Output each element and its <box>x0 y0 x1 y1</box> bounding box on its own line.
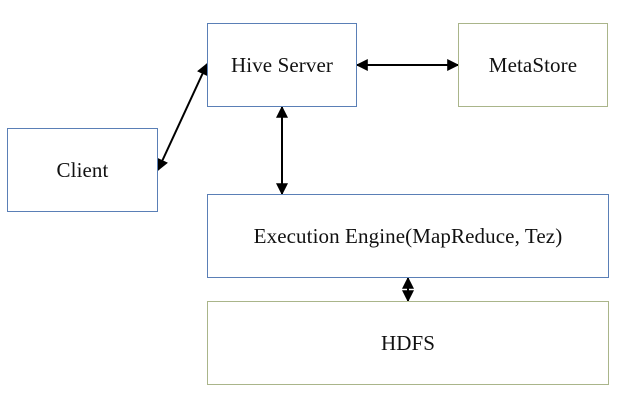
metastore-node: MetaStore <box>458 23 608 107</box>
hdfs-node: HDFS <box>207 301 609 385</box>
hive-server-node: Hive Server <box>207 23 357 107</box>
execution-engine-label: Execution Engine(MapReduce, Tez) <box>253 223 563 248</box>
metastore-label: MetaStore <box>488 52 578 77</box>
hive-server-label: Hive Server <box>231 52 333 77</box>
client-node: Client <box>7 128 158 212</box>
execution-engine-node: Execution Engine(MapReduce, Tez) <box>207 194 609 278</box>
hdfs-label: HDFS <box>380 330 436 355</box>
edge-client-hive-server <box>157 62 208 172</box>
client-label: Client <box>56 157 109 182</box>
